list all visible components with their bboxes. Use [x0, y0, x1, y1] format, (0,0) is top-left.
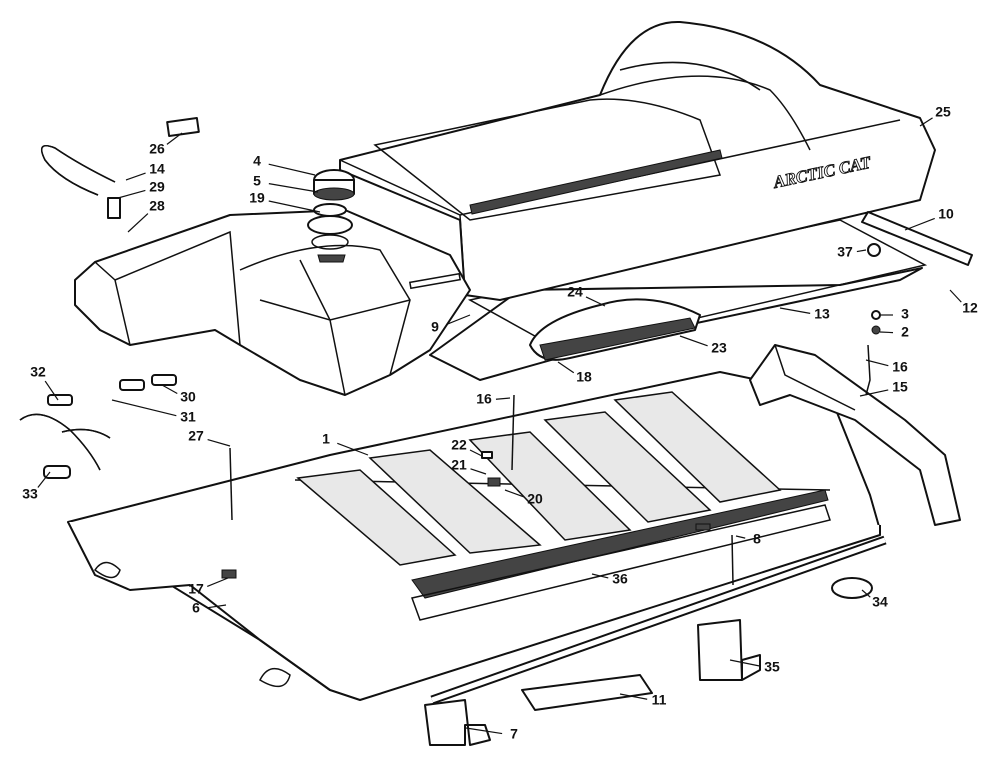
callout-label: 37 [837, 244, 853, 260]
belly-pan [67, 371, 881, 701]
callout-label: 12 [962, 300, 978, 316]
callout-leader [504, 489, 524, 498]
emblem [831, 577, 873, 599]
callout-label: 15 [892, 379, 908, 395]
callout-label: 20 [527, 491, 543, 507]
callout-label: 35 [764, 659, 780, 675]
callout-label: 19 [249, 190, 265, 206]
callout-leader [446, 314, 471, 326]
rear-rail [749, 344, 961, 526]
callout-label: 31 [180, 409, 196, 425]
callout-leader [268, 163, 316, 176]
callout-label: 28 [149, 198, 165, 214]
callout-label: 26 [149, 141, 165, 157]
callout-leader [166, 132, 183, 145]
callout-label: 24 [567, 284, 583, 300]
line-clamp [47, 394, 73, 406]
callout-label: 25 [935, 104, 951, 120]
callout-leader [619, 693, 648, 700]
mount-bracket-front [424, 699, 491, 746]
callout-label: 2 [901, 324, 909, 340]
callout-layer: 1234567891011121314151616171819202122232… [22, 104, 978, 742]
mount-bracket-rear [697, 619, 761, 681]
fuel-line [19, 413, 111, 471]
grommet-pad [166, 116, 200, 138]
fuel-tank [74, 209, 471, 396]
line-connector-b [151, 374, 177, 386]
callout-label: 29 [149, 179, 165, 195]
callout-label: 1 [322, 431, 330, 447]
callout-leader [919, 117, 933, 127]
callout-leader [679, 335, 708, 347]
callout-leader [44, 380, 59, 401]
callout-label: 8 [753, 531, 761, 547]
vent-fitting [107, 197, 121, 219]
fuel-filter [43, 465, 71, 479]
callout-label: 9 [431, 319, 439, 335]
callout-label: 36 [612, 571, 628, 587]
callout-leader [879, 331, 894, 334]
callout-label: 34 [872, 594, 888, 610]
callout-leader [859, 389, 889, 397]
callout-label: 22 [451, 437, 467, 453]
callout-label: 6 [192, 600, 200, 616]
callout-label: 3 [901, 306, 909, 322]
callout-leader [337, 442, 369, 456]
callout-label: 30 [180, 389, 196, 405]
callout-leader [469, 449, 483, 457]
callout-leader [127, 213, 149, 233]
reinforcement-strip [861, 211, 973, 266]
callout-leader [856, 249, 867, 253]
callout-leader [207, 438, 231, 447]
callout-leader [735, 535, 746, 539]
callout-leader [585, 296, 606, 307]
callout-leader [861, 589, 871, 598]
callout-label: 5 [253, 173, 261, 189]
callout-leader [779, 307, 811, 314]
callout-leader [37, 471, 51, 488]
seat [339, 20, 936, 301]
fastener [867, 243, 881, 257]
callout-leader [865, 359, 889, 367]
callout-label: 10 [938, 206, 954, 222]
callout-leader [111, 399, 177, 417]
callout-leader [470, 468, 487, 475]
vent-hose [40, 145, 116, 196]
callout-leader [591, 573, 609, 579]
callout-label: 11 [652, 692, 667, 708]
callout-leader [117, 189, 146, 199]
callout-leader [161, 384, 178, 395]
callout-label: 18 [576, 369, 592, 385]
callout-leader [904, 217, 935, 231]
callout-label: 4 [253, 153, 261, 169]
callout-leader [125, 172, 146, 181]
callout-leader [268, 183, 319, 193]
callout-label: 17 [188, 581, 204, 597]
callout-label: 16 [892, 359, 908, 375]
callout-label: 27 [188, 428, 204, 444]
callout-leader [207, 577, 229, 588]
callout-leader [557, 361, 575, 374]
callout-label: 33 [22, 486, 38, 502]
callout-label: 16 [476, 391, 492, 407]
callout-label: 21 [451, 457, 467, 473]
callout-label: 13 [814, 306, 830, 322]
callout-label: 14 [149, 161, 165, 177]
decal-plate [521, 674, 653, 711]
callout-leader [495, 397, 511, 400]
callout-label: 7 [510, 726, 518, 742]
callout-leader [465, 727, 503, 735]
callout-leader [729, 659, 761, 667]
callout-leader [268, 200, 321, 213]
callout-label: 23 [711, 340, 727, 356]
fuel-cap [313, 169, 355, 217]
callout-label: 32 [30, 364, 46, 380]
line-connector-a [119, 379, 145, 391]
callout-leader [949, 289, 962, 303]
callout-leader [207, 604, 227, 609]
